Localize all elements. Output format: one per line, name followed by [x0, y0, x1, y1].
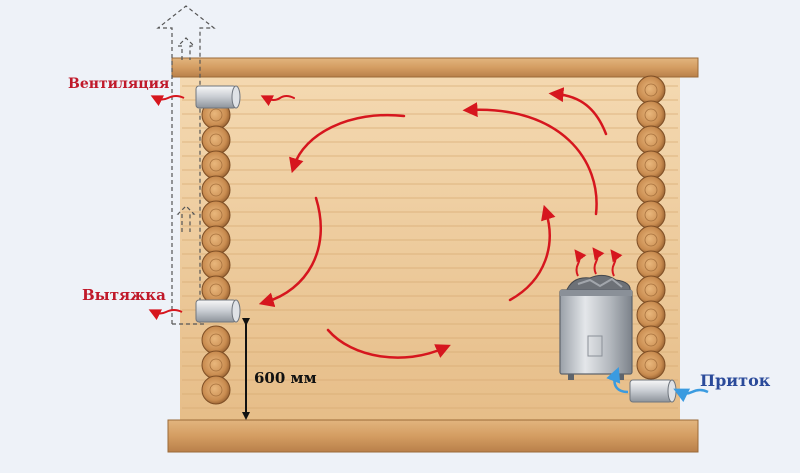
right-log [636, 325, 666, 355]
left-log-ring [209, 208, 223, 222]
bottom-vent-pipe [195, 299, 241, 323]
right-log-ring [644, 233, 658, 247]
left-log-ring [209, 333, 223, 347]
right-log-ring [644, 258, 658, 272]
right-log-wall [636, 75, 666, 380]
left-log [201, 125, 231, 155]
right-log [636, 100, 666, 130]
right-log-ring [644, 158, 658, 172]
right-log-ring [644, 183, 658, 197]
left-log-ring [209, 283, 223, 297]
exhaust-label: Вытяжка [82, 286, 166, 304]
left-log [201, 325, 231, 355]
right-log [636, 300, 666, 330]
right-log [636, 125, 666, 155]
right-log-ring [644, 333, 658, 347]
left-log-ring [209, 108, 223, 122]
left-log-ring [209, 183, 223, 197]
right-log [636, 250, 666, 280]
right-log-ring [644, 358, 658, 372]
airflow-arrow [258, 87, 608, 359]
vent-duct [156, 5, 216, 325]
left-log [201, 225, 231, 255]
left-log-ring [209, 233, 223, 247]
left-log [201, 200, 231, 230]
right-log [636, 175, 666, 205]
right-log [636, 200, 666, 230]
right-log-ring [644, 208, 658, 222]
right-log [636, 275, 666, 305]
intake-vent-pipe [629, 379, 677, 403]
stove-icon [559, 274, 633, 380]
left-log [201, 350, 231, 380]
intake-inflow-arrow [606, 367, 709, 403]
floor-beam [167, 419, 699, 453]
right-log-ring [644, 308, 658, 322]
exhaust-outflow-arrow [148, 309, 183, 321]
left-log [201, 250, 231, 280]
ventilation-outflow-arrow [150, 95, 185, 107]
left-log [201, 375, 231, 405]
left-log-ring [209, 133, 223, 147]
right-log-ring [644, 283, 658, 297]
left-log [201, 175, 231, 205]
left-log-ring [209, 158, 223, 172]
left-log-ring [209, 358, 223, 372]
right-log [636, 350, 666, 380]
top-vent-pipe [195, 85, 241, 109]
right-log [636, 75, 666, 105]
left-log-ring [209, 383, 223, 397]
left-log [201, 150, 231, 180]
right-log [636, 150, 666, 180]
ventilation-label: Вентиляция [68, 76, 169, 92]
right-log [636, 225, 666, 255]
right-log-ring [644, 83, 658, 97]
intake-label: Приток [700, 371, 771, 390]
left-log-ring [209, 258, 223, 272]
height-label: 600 мм [254, 369, 317, 387]
heat-arrow [574, 247, 623, 277]
right-log-ring [644, 133, 658, 147]
right-log-ring [644, 108, 658, 122]
ceiling-beam [171, 57, 699, 78]
